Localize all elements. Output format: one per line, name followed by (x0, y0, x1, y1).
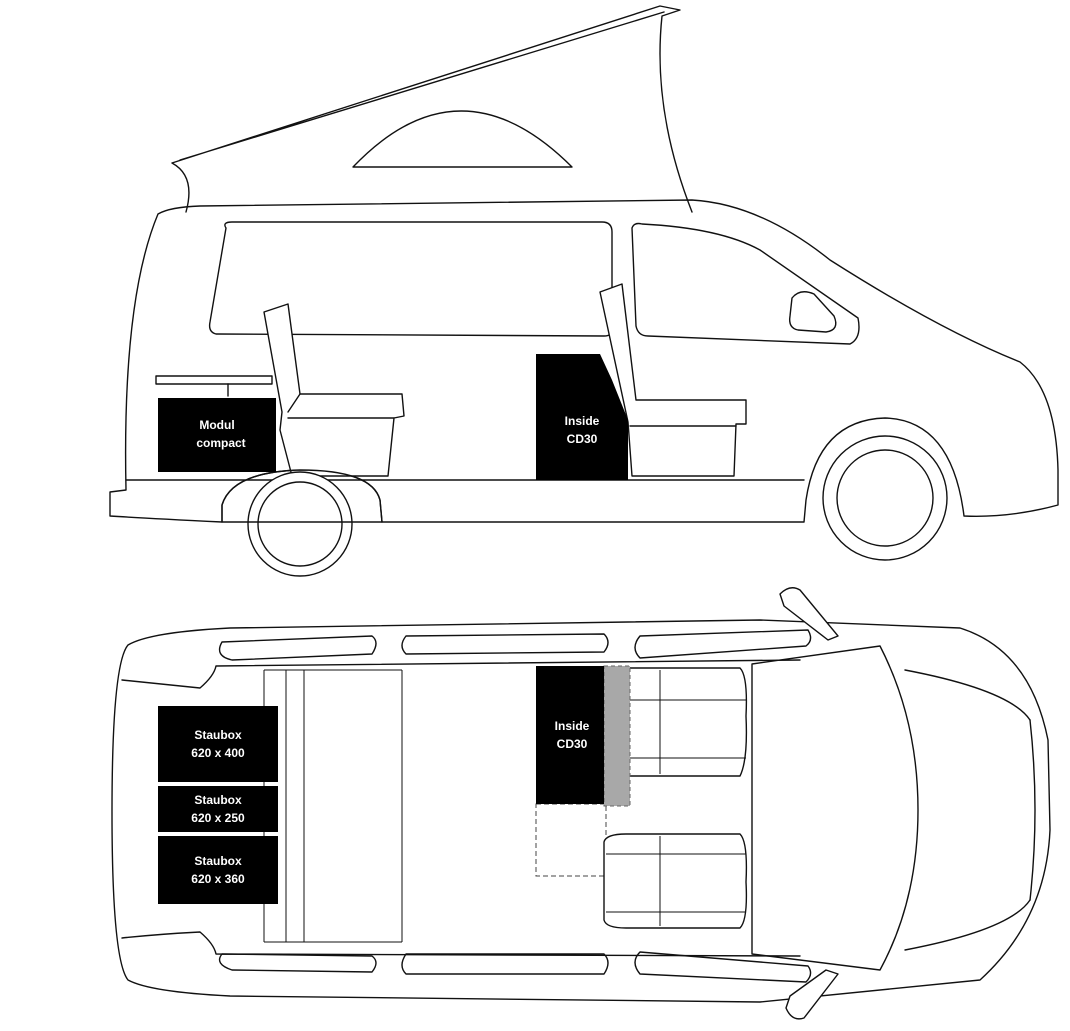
table-top (155, 375, 273, 385)
modul-compact-label-2: compact (196, 436, 245, 450)
rear-seat (263, 303, 405, 477)
staubox-2-label-1: Staubox (194, 793, 242, 807)
staubox-3-label-1: Staubox (194, 854, 242, 868)
window-strip-left-bottom (218, 953, 377, 973)
staubox-3-label-2: 620 x 360 (191, 872, 245, 886)
front-door-window (631, 222, 860, 345)
inside-cd30-top-box (536, 666, 604, 804)
modul-compact-box (158, 398, 276, 472)
popup-roof (171, 5, 693, 213)
window-strip-front-top (634, 629, 812, 659)
staubox-2 (158, 786, 278, 832)
staubox-2-label-2: 620 x 250 (191, 811, 245, 825)
modul-compact-label-1: Modul (199, 418, 234, 432)
staubox-3 (158, 836, 278, 904)
side-view: Modul compact Inside CD30 (109, 5, 1059, 577)
windshield (751, 645, 919, 971)
window-strip-front-bottom (634, 951, 812, 983)
inside-cd30-side-label-2: CD30 (567, 432, 598, 446)
window-strip-mid-bottom (401, 953, 609, 975)
rear-wheel (247, 471, 353, 577)
mirror (788, 291, 837, 333)
window-strip-mid-top (401, 633, 609, 655)
inside-cd30-top-label-1: Inside (555, 719, 590, 733)
inside-cd30-extension (535, 803, 607, 877)
shaded-seat-area (603, 665, 631, 807)
mirror-top (779, 587, 839, 641)
van-body-top (111, 619, 1051, 1003)
front-seat-lower (603, 833, 748, 929)
mirror-bottom (785, 969, 839, 1020)
top-view: Staubox 620 x 400 Staubox 620 x 250 Stau… (111, 587, 1051, 1020)
front-wheel (822, 435, 948, 561)
staubox-1-label-1: Staubox (194, 728, 242, 742)
inside-cd30-top-label-2: CD30 (557, 737, 588, 751)
staubox-1-label-2: 620 x 400 (191, 746, 245, 760)
window-strip-left-top (218, 635, 377, 661)
inside-cd30-side-box (536, 354, 628, 480)
staubox-1 (158, 706, 278, 782)
front-seat (599, 283, 747, 477)
inside-cd30-side-label-1: Inside (565, 414, 600, 428)
roof-window (352, 110, 573, 168)
